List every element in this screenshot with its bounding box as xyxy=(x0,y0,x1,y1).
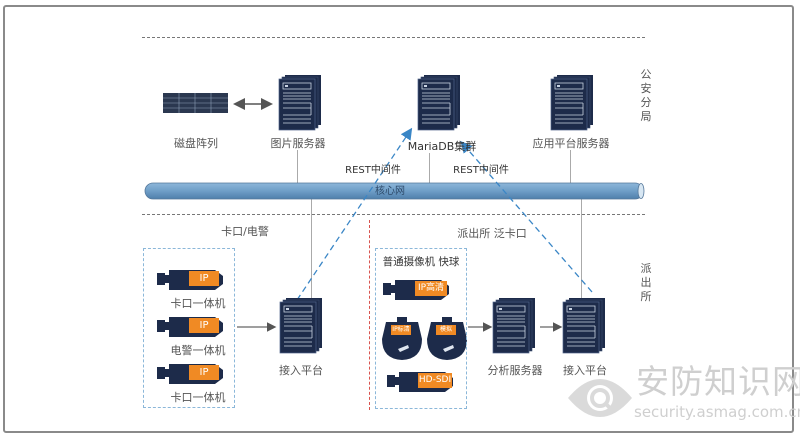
rest-dashed-arrow xyxy=(460,141,593,293)
camera-badge: IP xyxy=(189,271,219,286)
left-section-title: 卡口/电警 xyxy=(221,225,269,238)
access-platform-left-icon xyxy=(279,298,322,354)
rest-middleware-label: REST中间件 xyxy=(453,165,509,176)
access-platform-right-icon xyxy=(562,298,605,354)
analysis-server-label: 分析服务器 xyxy=(487,364,543,377)
camera-badge: HD-SDI xyxy=(418,373,452,388)
connector-line xyxy=(311,199,312,299)
dome-badge: IP标清 xyxy=(391,325,411,335)
right-section-title: 派出所 泛卡口 xyxy=(457,227,527,240)
disk-array-icon xyxy=(163,93,228,113)
diagram-frame xyxy=(3,5,794,433)
watermark-logo xyxy=(568,379,632,417)
region-station-label: 派出所 xyxy=(640,262,652,303)
general-camera-group xyxy=(375,248,467,409)
image-server-icon xyxy=(278,75,321,131)
middle-divider xyxy=(142,214,645,215)
watermark-url: security.asmag.com.cn xyxy=(634,403,800,421)
connector-line xyxy=(581,199,582,299)
camera-badge: IP xyxy=(189,318,219,333)
top-divider xyxy=(142,37,645,38)
mariadb-server-icon xyxy=(417,75,460,131)
connector-line xyxy=(570,150,571,184)
disk-array-label: 磁盘阵列 xyxy=(174,137,218,150)
rest-middleware-label: REST中间件 xyxy=(345,165,401,176)
camera-label: 卡口一体机 xyxy=(170,297,226,310)
core-network-label: 核心网 xyxy=(375,186,405,197)
camera-group-title: 普通摄像机 快球 xyxy=(382,256,460,268)
access-platform-label: 接入平台 xyxy=(563,364,607,377)
image-server-label: 图片服务器 xyxy=(270,137,326,150)
station-divider xyxy=(369,220,370,410)
camera-label: 电警一体机 xyxy=(170,344,226,357)
watermark-name: 安防知识网 xyxy=(636,362,800,401)
analysis-server-icon xyxy=(492,298,535,354)
connector-line xyxy=(429,153,430,184)
access-platform-label: 接入平台 xyxy=(279,364,323,377)
connector-line xyxy=(297,150,298,184)
camera-badge: IP高清 xyxy=(415,281,447,296)
app-server-icon xyxy=(550,75,593,131)
mariadb-label: MariaDB集群 xyxy=(407,140,477,153)
core-network-pipe xyxy=(144,182,645,200)
dome-badge: 模拟 xyxy=(436,325,456,335)
rest-dashed-arrow xyxy=(296,127,413,301)
region-bureau-label: 公安分局 xyxy=(640,68,652,123)
checkpoint-camera-group xyxy=(143,248,235,408)
app-server-label: 应用平台服务器 xyxy=(532,137,610,150)
camera-badge: IP xyxy=(189,365,219,380)
camera-label: 卡口一体机 xyxy=(170,391,226,404)
